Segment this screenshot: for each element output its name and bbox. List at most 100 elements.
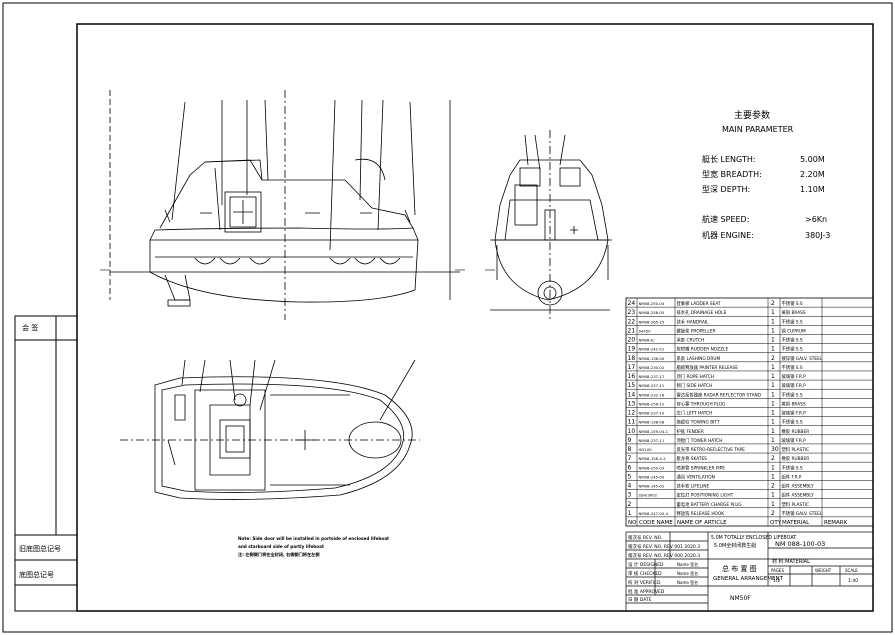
part-cell-qty: 1 [771, 501, 775, 508]
part-cell-code: NM08-241-01 [639, 347, 665, 352]
part-cell-code: NM08-265-15 [639, 319, 665, 324]
part-cell-material: 不锈钢 S.S [782, 364, 803, 371]
part-cell-qty: 1 [771, 373, 775, 380]
param-engine-label: 机器 ENGINE: [702, 230, 754, 240]
title-block-text: 版次号 REV. NO. 版次号 REV. NO. REV 001 2020.3… [628, 534, 858, 603]
part-cell-no: 12 [628, 410, 636, 417]
part-cell-qty: 1 [771, 410, 775, 417]
part-cell-article: 艏缆释放器 PAINTER RELEASE [677, 364, 739, 371]
part-cell-code: NM08-159-04-1 [639, 429, 669, 434]
part-cell-article: 承索 CRUTCH [677, 337, 705, 344]
role-designed: 设 计 DESIGNED [628, 561, 664, 568]
part-cell-code: NM08-230-02 [639, 365, 665, 370]
part-cell-material: 玻璃钢 F.R.P [782, 382, 807, 389]
part-cell-article: 拖缆柱 TOWING BITT [677, 419, 720, 426]
part-cell-material: 镀锌钢 GALV. STEEL [782, 355, 823, 362]
part-cell-code: NM08-245-00 [639, 474, 665, 479]
part-cell-no: 22 [628, 318, 636, 325]
countersign-label: 会 签 [22, 323, 38, 332]
part-cell-qty: 1 [771, 309, 775, 316]
title-block [625, 531, 874, 612]
parts-header-material: MATERIAL [782, 520, 810, 526]
parts-header-code: CODE NAME [639, 520, 673, 526]
part-cell-material: 橡胶 RUBBER [782, 428, 810, 435]
part-cell-qty: 1 [771, 419, 775, 426]
base-map-label: 底图总记号 [19, 570, 54, 579]
part-cell-no: 16 [628, 373, 636, 380]
part-cell-qty: 2 [771, 455, 775, 462]
part-cell-code: S4450 [639, 328, 652, 333]
part-cell-material: 塑料 PLASTIC [782, 446, 810, 453]
param-engine-value: 380J-3 [805, 231, 830, 240]
part-cell-material: 黄铜 BRASS [782, 309, 806, 316]
part-cell-no: 2 [628, 501, 632, 508]
part-cell-no: 17 [628, 364, 636, 371]
part-cell-article: 舭龙骨 SKATES [677, 455, 708, 462]
param-length-label: 艇长 LENGTH: [702, 154, 756, 164]
verifier-name: Name 签名 [677, 579, 698, 585]
param-length-value: 5.00M [800, 155, 825, 164]
part-cell-no: 6 [628, 464, 632, 471]
pages-value: 1/2 [773, 578, 780, 584]
part-cell-no: 14 [628, 391, 636, 398]
part-cell-qty: 2 [771, 510, 775, 517]
part-cell-article: 释放钩 RELEASE HOOK [677, 510, 725, 517]
part-cell-article: 扶手 HANDRAIL [677, 318, 710, 325]
part-cell-material: 不锈钢 S.S [782, 346, 803, 353]
part-cell-no: 7 [628, 455, 632, 462]
part-cell-material: 不锈钢 S.S [782, 337, 803, 344]
part-cell-material: 玻璃钢 F.R.P [782, 410, 807, 417]
part-cell-code: NM08-256-12 [639, 401, 665, 406]
part-cell-qty: 2 [771, 355, 775, 362]
part-cell-no: 8 [628, 446, 632, 453]
part-cell-qty: 1 [771, 327, 775, 334]
part-cell-qty: 1 [771, 364, 775, 371]
part-cell-article: 喷淋管 SPRINKLER PIPE [677, 464, 726, 471]
part-cell-article: 雷达反射器座 RADAR REFLECTOR STAND [677, 391, 762, 398]
part-cell-code: NM08-237-11 [639, 438, 665, 443]
part-cell-no: 20 [628, 337, 636, 344]
product-name-cn: 5.0M全封闭救生艇 [714, 542, 756, 549]
param-depth-label: 型深 DEPTH: [702, 185, 750, 194]
front-elevation-view [490, 130, 612, 320]
part-cell-material: 不锈钢 S.S [782, 419, 803, 426]
part-cell-article: 蓄电池 BATTERY CHARGE PLUG [677, 501, 742, 508]
part-cell-qty: 1 [771, 437, 775, 444]
part-cell-code: NM08-237-10 [639, 411, 665, 416]
part-cell-material: 不锈钢 GALV. STEEL [782, 510, 823, 517]
model-number: NM50F [730, 595, 751, 602]
part-cell-article: 顶门 ROPE HATCH [677, 373, 714, 380]
param-speed-label: 航速 SPEED: [702, 214, 749, 224]
part-cell-code: SSH/3002 [639, 493, 658, 498]
role-verified: 校 对 VERIFIED [628, 579, 661, 586]
drawing-title-cn: 总 布 置 图 [722, 564, 757, 573]
weight-label: WEIGHT [815, 568, 832, 573]
left-stamp-column: 会 签 旧底图总记号 底图总记号 [14, 315, 78, 612]
role-checked: 审 核 CHECKED [628, 570, 662, 577]
drawing-number: NM 088-100-03 [775, 540, 825, 548]
param-breadth-value: 2.20M [800, 170, 825, 179]
part-cell-article: 扶手索 LIFELINE [677, 483, 710, 490]
part-cell-code: NM08-232-16 [639, 392, 665, 397]
part-cell-article: 通风 VENTILATION [677, 473, 715, 480]
parts-header-remark: REMARK [824, 520, 848, 526]
part-cell-no: 18 [628, 355, 636, 362]
part-cell-qty: 1 [771, 337, 775, 344]
scale-label: SCALE [845, 568, 858, 573]
side-elevation-view [109, 90, 460, 320]
parts-header-qty: QTY [770, 520, 782, 526]
part-cell-no: 10 [628, 428, 636, 435]
note-line-2: and starboard side of partly lifeboat [238, 544, 324, 549]
part-cell-material: 玻璃钢 F.R.P [782, 373, 807, 380]
part-cell-code: NM08-JC [639, 338, 656, 343]
part-cell-qty: 1 [771, 473, 775, 480]
part-cell-article: 顶舱门 TOWER HATCH [677, 437, 723, 444]
note-line-3: 注: 左侧侧门将在全封闭, 右侧侧门将在左侧 [238, 551, 320, 558]
part-cell-no: 24 [628, 300, 636, 307]
part-cell-material: 不锈钢 S.S [782, 391, 803, 398]
part-cell-qty: 2 [771, 483, 775, 490]
designer-name: Name 签名 [677, 561, 698, 567]
part-cell-material: 不锈钢 S.S [782, 318, 803, 325]
